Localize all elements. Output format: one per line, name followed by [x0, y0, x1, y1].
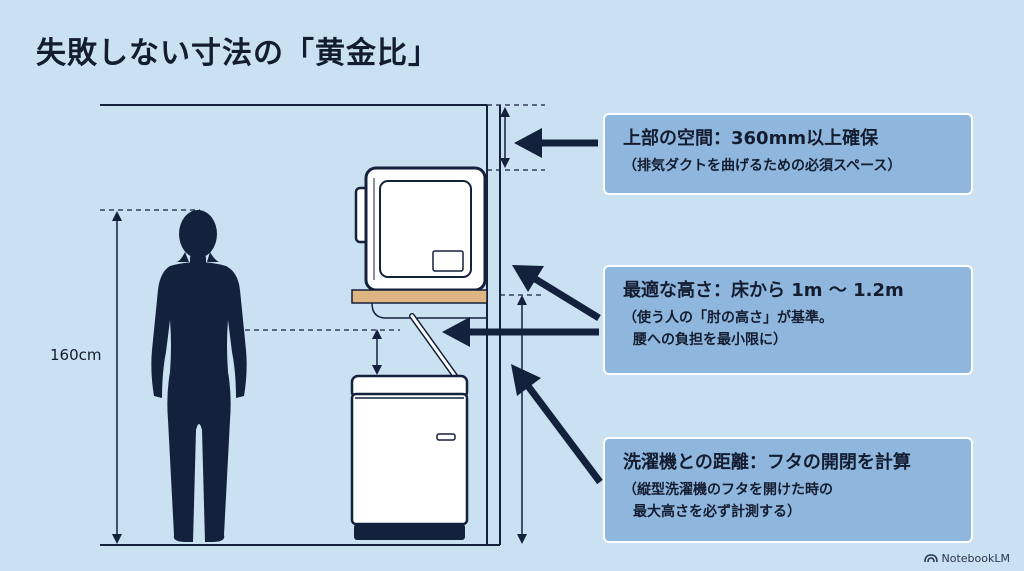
callout-line: （排気ダクトを曲げるための必須スペース） [623, 158, 902, 174]
person-silhouette-icon [151, 210, 247, 542]
callout-line: （使う人の「肘の高さ」が基準。 [623, 310, 833, 326]
callout-optimal-height: 最適な高さ：床から 1m 〜 1.2m （使う人の「肘の高さ」が基準。 腰への負… [603, 265, 973, 375]
washing-machine-icon [350, 313, 469, 540]
shelf-bracket [371, 302, 487, 319]
dryer-icon [354, 166, 487, 292]
notebooklm-icon [923, 554, 938, 563]
arrow-icon [442, 317, 599, 347]
arrow-icon [511, 364, 603, 485]
callout-heading: 最適な高さ：床から 1m 〜 1.2m [623, 280, 904, 301]
page-title: 失敗しない寸法の「黄金比」 [36, 36, 439, 71]
callout-washer-distance: 洗濯機との距離：フタの開閉を計算 （縦型洗濯機のフタを開けた時の 最大高さを必ず… [603, 437, 973, 543]
callout-top-space: 上部の空間：360mm以上確保 （排気ダクトを曲げるための必須スペース） [603, 113, 973, 195]
height-label: 160cm [50, 346, 102, 364]
callout-line: 最大高さを必ず計測する） [633, 504, 801, 520]
watermark: NotebookLM [923, 552, 1010, 565]
callout-line: 腰への負担を最小限に） [633, 332, 787, 348]
shelf [351, 289, 488, 304]
callout-heading: 上部の空間：360mm以上確保 [623, 128, 879, 149]
arrow-icon [514, 128, 598, 158]
callout-heading: 洗濯機との距離：フタの開閉を計算 [623, 452, 911, 473]
watermark-text: NotebookLM [941, 552, 1010, 565]
callout-line: （縦型洗濯機のフタを開けた時の [623, 482, 833, 498]
arrow-icon [512, 265, 601, 321]
